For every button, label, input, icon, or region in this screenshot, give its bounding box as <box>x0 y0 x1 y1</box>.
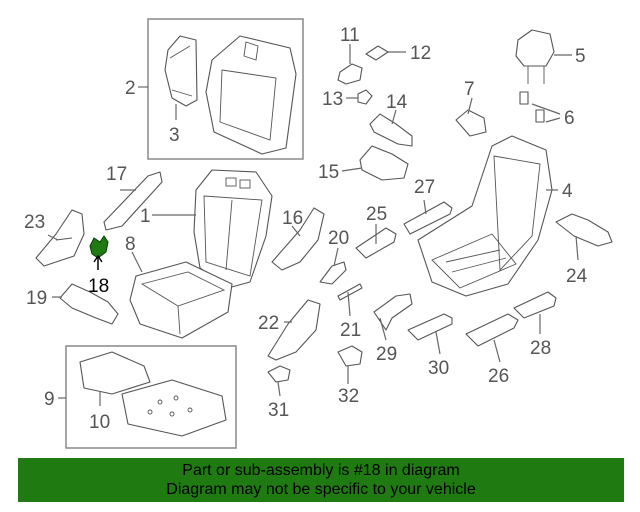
part-6-guides[interactable] <box>519 91 545 123</box>
part-10-cushion-pad[interactable] <box>79 351 151 395</box>
part-13-clip[interactable] <box>357 89 373 105</box>
part-23-side-shield[interactable] <box>35 209 85 267</box>
part-22-trim[interactable] <box>267 299 321 361</box>
callout-3: 3 <box>169 125 180 146</box>
part-1-seat-back[interactable] <box>193 169 273 289</box>
callout-25: 25 <box>366 204 387 225</box>
part-5-headrest[interactable] <box>515 29 555 84</box>
part-30-trim[interactable] <box>407 313 453 341</box>
part-27-trim[interactable] <box>403 201 453 235</box>
callout-19: 19 <box>26 288 47 309</box>
callout-22: 22 <box>258 313 279 334</box>
info-banner-line2: Diagram may not be specific to your vehi… <box>166 481 476 498</box>
callout-24: 24 <box>566 266 588 287</box>
part-2-back-cover[interactable] <box>205 35 297 155</box>
callout-8: 8 <box>125 234 136 255</box>
part-19-lower-trim[interactable] <box>59 283 119 325</box>
callout-26: 26 <box>488 366 509 387</box>
callout-29: 29 <box>376 344 397 365</box>
part-17-trim-panel[interactable] <box>103 171 163 231</box>
callout-11: 11 <box>340 25 360 46</box>
part-15-bracket[interactable] <box>359 145 409 181</box>
callout-21: 21 <box>340 320 361 341</box>
part-16-trim[interactable] <box>271 207 325 271</box>
callout-12: 12 <box>410 43 431 64</box>
part-28-trim[interactable] <box>513 291 557 319</box>
info-banner-line1: Part or sub-assembly is #18 in diagram <box>182 462 460 479</box>
callout-31: 31 <box>268 400 289 421</box>
callout-14: 14 <box>386 92 408 113</box>
seatback-trim-box <box>147 18 304 160</box>
part-31-cap[interactable] <box>267 365 291 383</box>
part-11-clip[interactable] <box>337 63 363 85</box>
callout-labels: 2 3 1 4 5 6 7 8 9 10 11 12 13 14 15 16 1… <box>24 25 588 433</box>
callout-4: 4 <box>562 181 573 202</box>
callout-16: 16 <box>282 208 303 229</box>
callout-30: 30 <box>428 358 449 379</box>
part-21-pin[interactable] <box>337 283 363 301</box>
part-24-bracket[interactable] <box>555 213 613 247</box>
callout-13: 13 <box>322 89 343 110</box>
callout-1: 1 <box>140 206 151 227</box>
part-3-back-panel[interactable] <box>164 35 198 107</box>
parts-diagram: 2 3 1 4 5 6 7 8 9 10 11 12 13 14 15 16 1… <box>24 18 613 449</box>
part-7-latch[interactable] <box>455 109 487 137</box>
callout-23: 23 <box>24 212 45 233</box>
part-20-cover[interactable] <box>319 261 347 285</box>
callout-27: 27 <box>414 177 435 198</box>
part-32-cap[interactable] <box>337 345 363 367</box>
part-18-bracket-highlighted[interactable] <box>89 235 109 259</box>
callout-6: 6 <box>564 108 575 129</box>
part-8-seat-cushion[interactable] <box>129 261 233 339</box>
callout-17: 17 <box>106 164 127 185</box>
info-banner: Part or sub-assembly is #18 in diagram D… <box>18 458 624 502</box>
callout-15: 15 <box>318 162 339 183</box>
callout-10: 10 <box>89 412 110 433</box>
part-9-cushion-frame[interactable] <box>121 379 227 437</box>
callout-9: 9 <box>44 389 55 410</box>
callout-5: 5 <box>575 46 586 67</box>
callout-28: 28 <box>530 338 551 359</box>
part-18-arrow <box>93 254 103 270</box>
callout-2: 2 <box>125 78 136 99</box>
part-12-clip[interactable] <box>365 45 389 61</box>
callout-32: 32 <box>338 386 359 407</box>
cushion-trim-box <box>65 345 237 449</box>
part-29-trim[interactable] <box>373 293 413 331</box>
callout-20: 20 <box>328 228 349 249</box>
callout-7: 7 <box>464 79 475 100</box>
part-26-trim[interactable] <box>465 313 519 347</box>
part-14-bracket[interactable] <box>369 113 413 147</box>
callout-18: 18 <box>88 276 109 297</box>
